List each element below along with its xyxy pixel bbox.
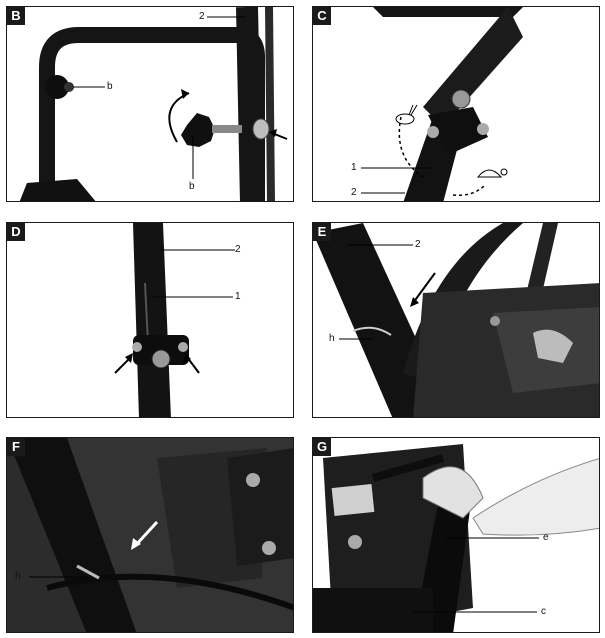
panel-letter: F — [7, 438, 25, 456]
figure-panel-e: E 2 h — [312, 222, 600, 418]
pointer-arrow-icon — [412, 272, 436, 304]
ref-label: 1 — [235, 291, 241, 302]
knob-left — [45, 75, 74, 99]
ref-label: 2 — [351, 187, 357, 198]
ref-label: 2 — [199, 11, 205, 22]
figure-panel-d: D 2 1 — [6, 222, 294, 418]
panel-c-illustration — [361, 7, 523, 201]
pointer-arrow-icon — [133, 520, 159, 548]
panel-b-illustration — [19, 7, 288, 201]
ref-label: b — [189, 181, 195, 192]
hare-icon — [395, 104, 418, 125]
figure-panel-f: F h — [6, 437, 294, 633]
ref-label: h — [329, 333, 335, 344]
panel-letter: C — [313, 7, 331, 25]
ref-label: 2 — [415, 239, 421, 250]
panel-letter: G — [313, 438, 331, 456]
figure-panel-c: C 1 2 — [312, 6, 600, 202]
ref-label: b — [107, 81, 113, 92]
panel-e-illustration — [313, 223, 599, 417]
figure-panel-b: B 2 b b — [6, 6, 294, 202]
ref-label: 1 — [351, 162, 357, 173]
ref-label: h — [15, 571, 21, 582]
star-knob — [181, 113, 242, 147]
panel-letter: D — [7, 223, 25, 241]
figure-panel-g: G e c — [312, 437, 600, 633]
panel-d-illustration — [114, 223, 235, 417]
ref-label: 2 — [235, 244, 241, 255]
panel-g-illustration — [313, 438, 599, 632]
panel-letter: E — [313, 223, 331, 241]
panel-letter: B — [7, 7, 25, 25]
panel-f-illustration — [7, 438, 293, 632]
ref-label: c — [541, 606, 546, 617]
turtle-icon — [476, 168, 508, 178]
ref-label: e — [543, 532, 549, 543]
